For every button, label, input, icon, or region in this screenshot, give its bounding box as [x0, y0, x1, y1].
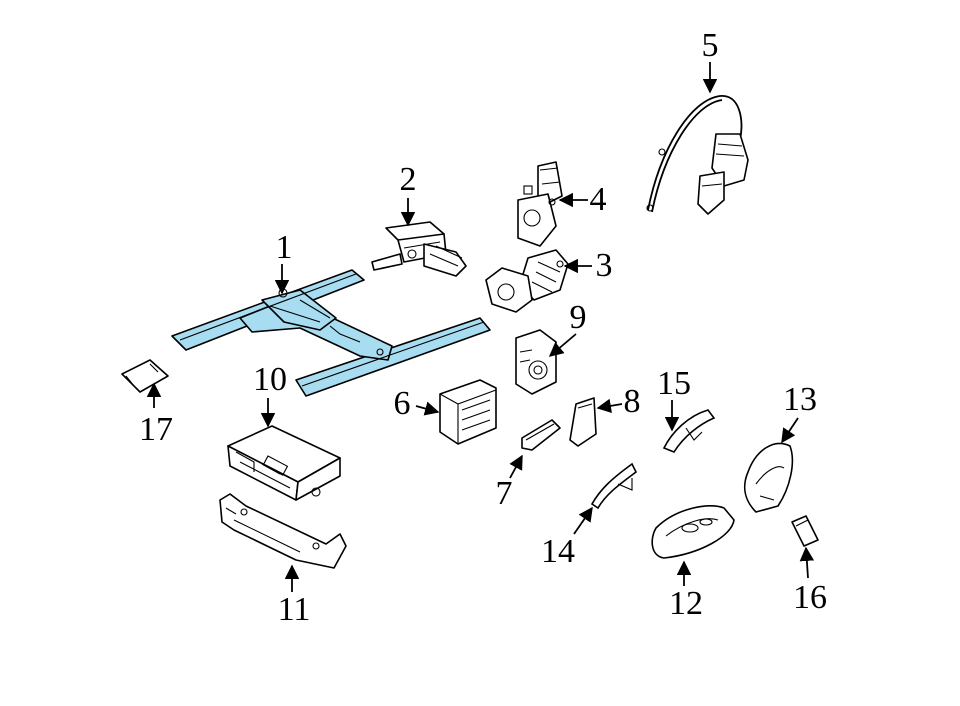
callout-14: 14 — [541, 533, 575, 570]
callout-2: 2 — [399, 161, 417, 198]
part-14-harness[interactable] — [590, 462, 638, 510]
part-7-switch-knob[interactable] — [521, 419, 561, 451]
callout-6: 6 — [393, 385, 411, 422]
part-10-control-module[interactable] — [227, 425, 341, 501]
part-8-switch-knob[interactable] — [569, 397, 597, 447]
part-4-motor[interactable] — [517, 161, 563, 247]
callout-8: 8 — [623, 383, 641, 420]
callout-17: 17 — [139, 411, 173, 448]
part-16-clip[interactable] — [791, 515, 819, 547]
callout-10: 10 — [253, 361, 287, 398]
part-17-cover[interactable] — [121, 359, 169, 393]
part-15-harness[interactable] — [662, 409, 716, 453]
part-13-trim-cover[interactable] — [743, 442, 794, 513]
callout-3: 3 — [595, 247, 613, 284]
part-9-switch[interactable] — [515, 329, 557, 395]
part-2-motor[interactable] — [371, 221, 467, 277]
callout-5: 5 — [701, 27, 719, 64]
callout-1: 1 — [275, 229, 293, 266]
callout-16: 16 — [793, 579, 827, 616]
callout-9: 9 — [569, 299, 587, 336]
callout-12: 12 — [669, 585, 703, 622]
part-6-switch-module[interactable] — [439, 379, 497, 445]
callout-13: 13 — [783, 381, 817, 418]
part-1-seat-track[interactable] — [171, 269, 491, 397]
part-11-bracket[interactable] — [219, 493, 347, 569]
callout-11: 11 — [277, 591, 311, 628]
part-12-switch-bezel[interactable] — [651, 505, 735, 559]
callout-15: 15 — [657, 365, 691, 402]
part-3-motor[interactable] — [485, 249, 569, 313]
callout-4: 4 — [589, 181, 607, 218]
leader-lines — [146, 62, 815, 592]
callout-7: 7 — [495, 475, 513, 512]
part-5-cable-motor[interactable] — [646, 95, 749, 215]
